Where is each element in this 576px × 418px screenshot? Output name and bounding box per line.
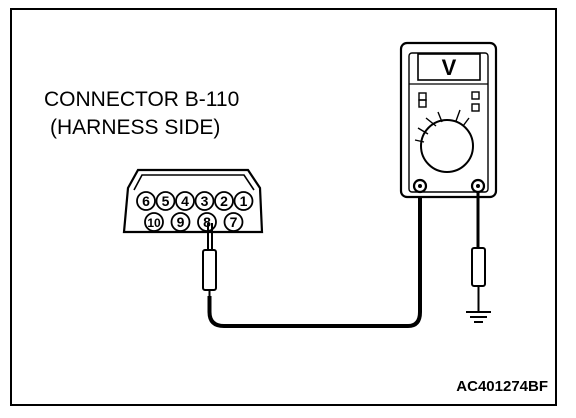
connector-pin-label: 8	[203, 214, 211, 230]
connector-pin-label: 2	[220, 193, 228, 209]
connector-pin-label: 5	[162, 193, 170, 209]
test-lead-wire	[207, 190, 422, 328]
connector-pin	[144, 212, 164, 232]
connector-pin	[194, 191, 215, 211]
connector-housing	[122, 168, 264, 234]
figure-id: AC401274BF	[456, 378, 548, 395]
connector-pin-label: 7	[230, 214, 238, 230]
connector-pin	[233, 191, 254, 211]
diagram-frame	[10, 8, 557, 406]
ground-lead	[471, 192, 486, 312]
connector-pin-label: 10	[147, 216, 161, 230]
voltmeter-display	[417, 53, 481, 81]
connector-title: CONNECTOR B-110	[44, 88, 240, 111]
connector-pins-bottom: 10 9 8 7	[144, 212, 244, 232]
connector-pin-label: 4	[181, 193, 189, 209]
connector-pin-label: 1	[240, 193, 248, 209]
voltmeter-mode-label: V	[442, 55, 457, 80]
connector-pin	[136, 191, 156, 211]
connector-pin-label: 9	[177, 214, 185, 230]
connector-pin	[223, 212, 244, 232]
connector-pin	[170, 212, 191, 232]
connector-subtitle: (HARNESS SIDE)	[50, 116, 221, 139]
connector-pin-label: 3	[201, 193, 209, 209]
connector-pin	[175, 191, 195, 211]
selector-dial	[420, 119, 474, 173]
connector-pin-label: 6	[142, 193, 150, 209]
ground-symbol-icon	[466, 311, 491, 323]
connector-pin	[214, 191, 234, 211]
voltmeter: V	[399, 41, 498, 199]
connector-housing-inner	[133, 174, 255, 191]
connector-pin	[155, 191, 176, 211]
probe-pin-8	[202, 223, 217, 296]
